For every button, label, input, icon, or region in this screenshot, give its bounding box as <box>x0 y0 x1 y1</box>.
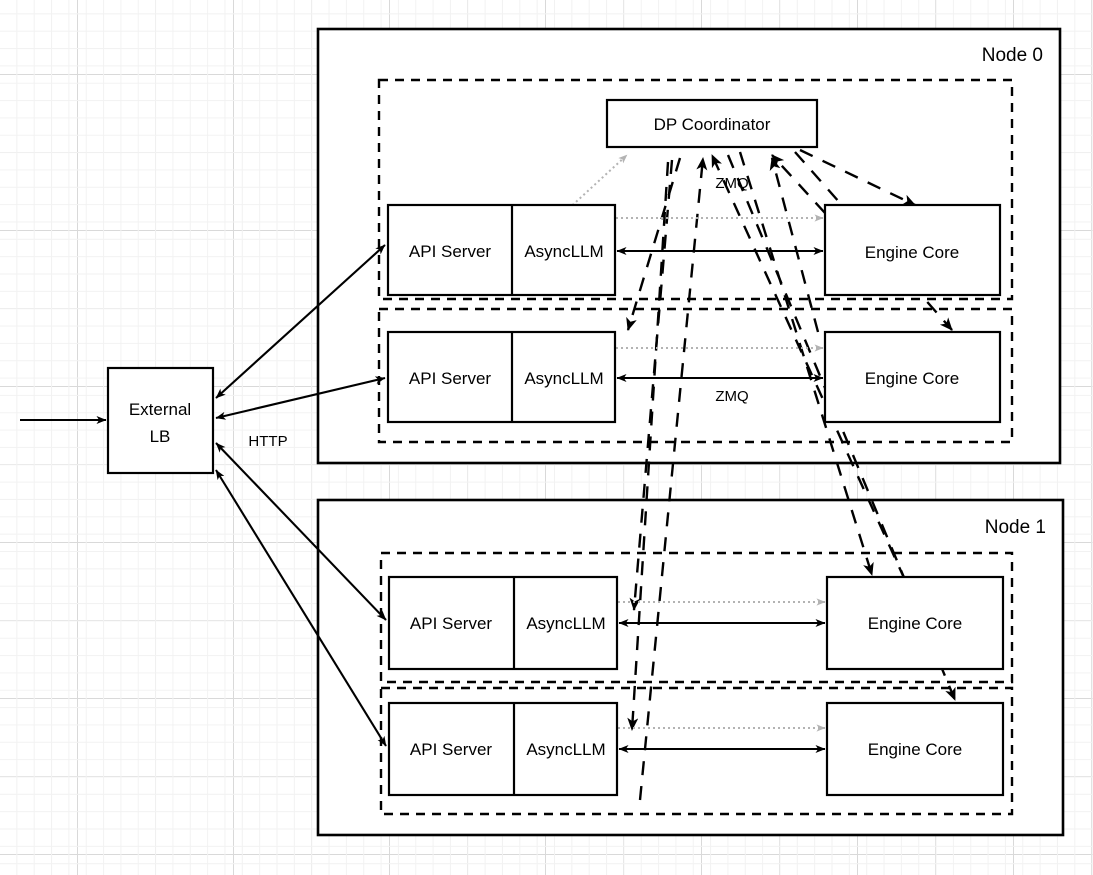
api-server-unit-n0g0[interactable]: API Server AsyncLLM <box>386 203 617 297</box>
async-llm-label-n0g1: AsyncLLM <box>524 369 603 388</box>
link-engine-n0g0-to-coordinator <box>771 154 826 214</box>
link-engine-n1g1-to-coordinator <box>638 157 708 801</box>
lb-api-links <box>215 244 387 747</box>
external-lb-label-line2: LB <box>150 427 171 446</box>
node-0-group-0-boundary <box>377 78 1014 301</box>
api-server-rect-n1g1 <box>387 701 619 797</box>
api-server-label-n1g1: API Server <box>410 740 493 759</box>
async-llm-label-n1g1: AsyncLLM <box>526 740 605 759</box>
engine-core-rect-n1g0 <box>825 575 1005 671</box>
api-server-rect-n1g0 <box>387 575 619 671</box>
engine-core-label-n1g0: Engine Core <box>868 614 963 633</box>
engine-core-unit-n1g0[interactable]: Engine Core <box>825 575 1005 671</box>
external-lb-rect <box>106 366 215 475</box>
api-server-label-n0g1: API Server <box>409 369 492 388</box>
engine-core-unit-n0g0[interactable]: Engine Core <box>823 203 1002 297</box>
zmq-label-n0g1: ZMQ <box>715 388 748 405</box>
link-coordinator-to-asyncllm-n1g0 <box>629 159 674 611</box>
dp-coordinator-box[interactable]: DP Coordinator <box>605 98 819 149</box>
async-llm-label-n1g0: AsyncLLM <box>526 614 605 633</box>
link-lb-to-api-n0g1 <box>215 376 386 420</box>
node-1-group-1-boundary <box>379 686 1014 816</box>
api-server-rect-n0g1 <box>386 330 617 424</box>
link-coordinator-to-asyncllm-n1g1 <box>627 161 670 731</box>
node-0-title: Node 0 <box>982 45 1043 66</box>
api-server-rect-n0g0 <box>386 203 617 297</box>
node-0-group-1-row: ZMQ API Server AsyncLLM Engine Core <box>386 330 1002 424</box>
link-asyncllm-n0g0-to-coordinator-dotted <box>564 154 628 213</box>
async-llm-label-n0g0: AsyncLLM <box>524 242 603 261</box>
dp-coordinator-rect <box>605 98 819 149</box>
api-server-unit-n0g1[interactable]: API Server AsyncLLM <box>386 330 617 424</box>
engine-core-label-n1g1: Engine Core <box>868 740 963 759</box>
node-0-group-0-row: API Server AsyncLLM Engine Core <box>386 203 1002 297</box>
node-1-group-0-boundary <box>379 551 1014 684</box>
api-server-label-n1g0: API Server <box>410 614 493 633</box>
external-lb-label-line1: External <box>129 400 191 419</box>
zmq-label-n0g0: ZMQ <box>715 175 748 192</box>
api-server-unit-n1g0[interactable]: API Server AsyncLLM <box>387 575 619 671</box>
engine-core-rect-n1g1 <box>825 701 1005 797</box>
engine-core-rect-n0g0 <box>823 203 1002 297</box>
node-1-group-1-row: API Server AsyncLLM Engine Core <box>387 701 1005 797</box>
api-server-unit-n1g1[interactable]: API Server AsyncLLM <box>387 701 619 797</box>
coordinator-dashed-links <box>626 148 957 801</box>
http-label: HTTP <box>248 433 287 450</box>
link-lb-to-api-n1g1 <box>215 469 387 747</box>
engine-core-unit-n1g1[interactable]: Engine Core <box>825 701 1005 797</box>
dp-coordinator-label: DP Coordinator <box>654 115 771 134</box>
api-server-label-n0g0: API Server <box>409 242 492 261</box>
node-1-title: Node 1 <box>985 517 1046 538</box>
link-coordinator-to-engine-n0g0 <box>799 148 916 207</box>
engine-core-rect-n0g1 <box>823 330 1002 424</box>
link-coordinator-to-asyncllm-n0g1 <box>626 157 682 331</box>
link-lb-to-api-n0g0 <box>215 244 386 399</box>
engine-core-label-n0g1: Engine Core <box>865 369 960 388</box>
engine-core-unit-n0g1[interactable]: Engine Core <box>823 330 1002 424</box>
link-engine-n0g1-to-coordinator <box>769 157 820 333</box>
node-1-group-0-row: API Server AsyncLLM Engine Core <box>387 575 1005 671</box>
engine-core-label-n0g0: Engine Core <box>865 243 960 262</box>
external-lb-box[interactable]: External LB <box>106 366 215 475</box>
